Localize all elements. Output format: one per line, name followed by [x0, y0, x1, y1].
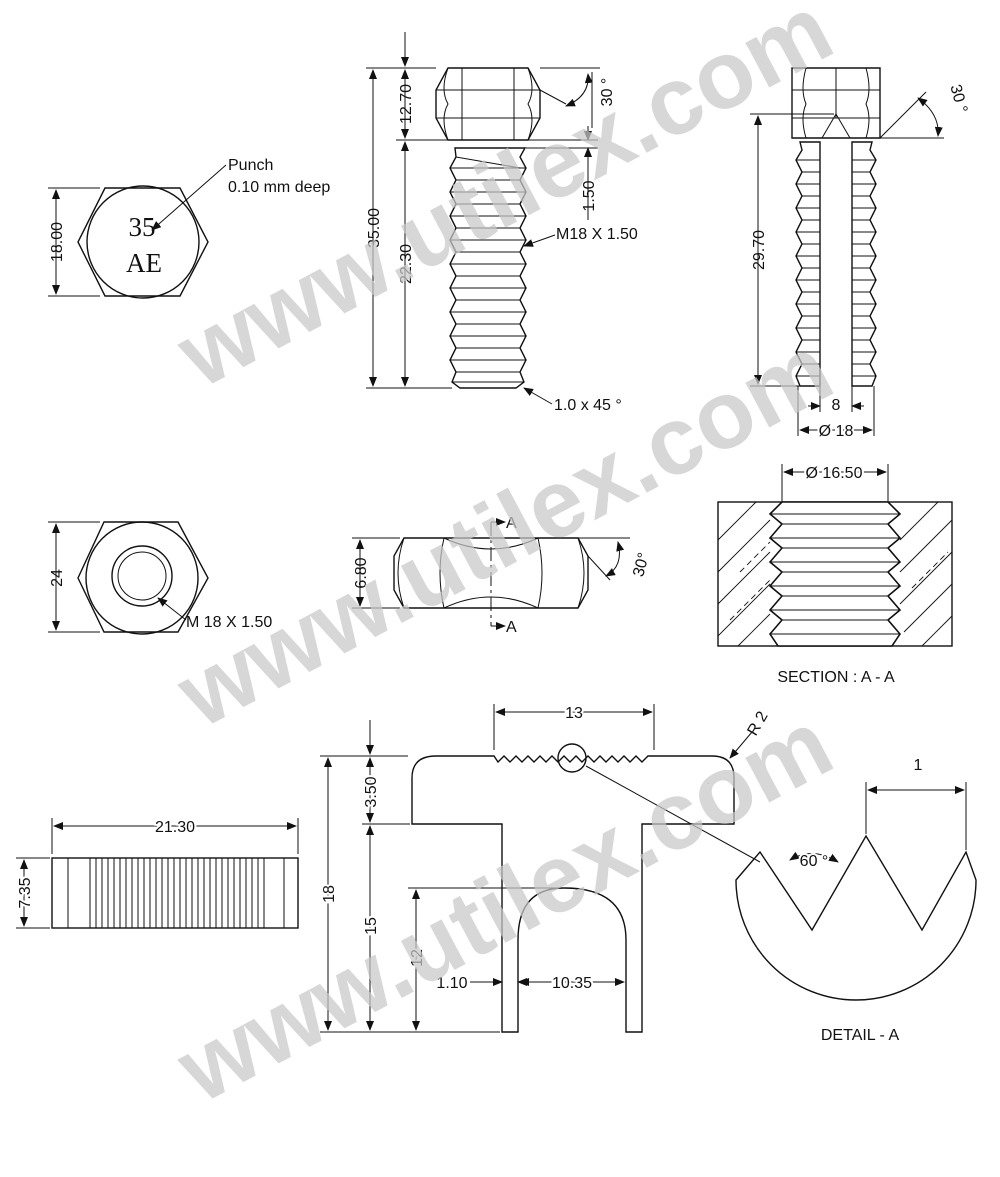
label-section-aa: SECTION : A - A — [777, 669, 895, 686]
dim-hex-across: 18.00 — [49, 222, 66, 262]
angle-section-head: 30 ° — [946, 83, 970, 115]
dim-section-dia: Ø 18 — [819, 423, 854, 440]
bolt-section-right-wall — [851, 141, 877, 387]
hex-inscribed-circle — [86, 185, 200, 299]
punch-mark-ae: AE — [126, 248, 162, 278]
dim-clip-leg: 15 — [363, 917, 380, 935]
svg-text:.: . — [708, 780, 710, 786]
clip-outline — [411, 755, 735, 1033]
section-mark-bottom: A — [506, 619, 517, 636]
nut-bore-outer — [111, 545, 173, 607]
punch-note-line2: 0.10 mm deep — [228, 179, 330, 196]
bolt-side-view: 12.70 35.00 22.30 1.50 30 ° M18 X 1.50 1… — [366, 32, 638, 414]
dim-total-length: 35.00 — [366, 208, 383, 248]
hex-outline — [77, 187, 209, 297]
dim-bar-length: 21.30 — [155, 819, 195, 836]
angle-bolt-head: 30 ° — [599, 78, 616, 107]
dim-bar-height: 7.35 — [17, 877, 34, 908]
punch-note-line1: Punch — [228, 157, 273, 174]
dim-nut-height: 6.80 — [353, 557, 370, 588]
knurl-bar-outline — [51, 857, 299, 929]
punch-mark-35: 35 — [129, 212, 156, 242]
dim-clip-gap: 10.35 — [552, 975, 592, 992]
section-mark-top: A — [506, 515, 517, 532]
section-aa: Ø 16.50 SECTION : A - A — [717, 463, 953, 686]
dim-nut-across: 24 — [49, 569, 66, 587]
dim-clip-total: 18 — [321, 885, 338, 903]
dim-bore: 8 — [832, 397, 841, 414]
dim-clip-top: 13 — [565, 705, 583, 722]
dim-head-height: 12.70 — [398, 84, 415, 124]
detail-a-marker — [557, 743, 587, 773]
bolt-section-view: 29.70 30 ° 8 Ø 18 — [750, 67, 970, 442]
hex-head-top-view: 18.00 Punch 0.10 mm deep 35 AE — [48, 157, 330, 299]
angle-nut: 30° — [630, 551, 653, 579]
detail-a-outline — [735, 834, 977, 1001]
callout-bolt-thread: M18 X 1.50 — [556, 226, 638, 243]
callout-chamfer: 1.0 x 45 ° — [554, 397, 622, 414]
dim-section-length: 29.70 — [751, 230, 768, 270]
clip-part: . 13 R 2 18 3.50 15 12 1.10 10.35 — [319, 703, 772, 1033]
dim-clip-inner: 12 — [409, 949, 426, 967]
bolt-thread — [449, 147, 527, 389]
knurled-bar: 21.30 7.35 — [15, 817, 299, 929]
label-detail-a: DETAIL - A — [821, 1027, 900, 1044]
nut-top-view: 24 M 18 X 1.50 — [48, 521, 272, 635]
dim-pitch-gap: 1.50 — [581, 180, 598, 211]
dim-clip-wall: 1.10 — [436, 975, 467, 992]
detail-a: 1 60 ° DETAIL - A — [735, 757, 977, 1044]
dim-detail-pitch: 1 — [914, 757, 923, 774]
dim-clip-flange: 3.50 — [363, 776, 380, 807]
dim-thread-length: 22.30 — [398, 244, 415, 284]
nut-bore-inner — [117, 551, 167, 601]
watermark-3: www.utilex.com — [160, 690, 849, 1124]
nut-hex — [77, 521, 209, 633]
nut-side-view: A A 6.80 30° — [352, 515, 653, 636]
angle-detail-thread: 60 ° — [800, 853, 829, 870]
dim-section-aa-dia: Ø 16.50 — [806, 465, 863, 482]
callout-nut-thread: M 18 X 1.50 — [186, 614, 272, 631]
